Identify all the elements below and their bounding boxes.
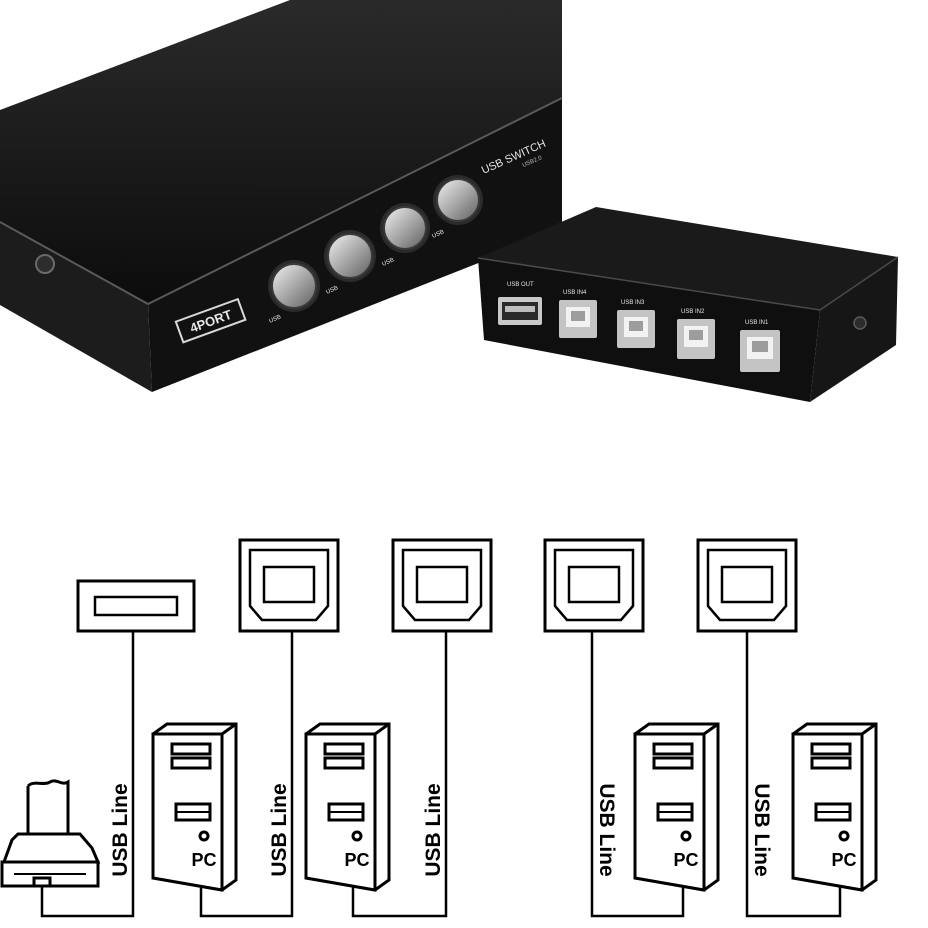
selector-button-2[interactable] [324, 230, 376, 282]
selector-button-4[interactable] [433, 175, 483, 225]
pc-label-3: PC [673, 850, 698, 870]
button-label-4: USB [431, 229, 445, 240]
usb-out-port [498, 297, 542, 325]
pc-tower-icon-4 [791, 722, 878, 892]
usb-a-port-symbol [76, 579, 196, 633]
usb-line-label-5: USB Line [750, 783, 773, 876]
usb-in4-label: USB IN4 [563, 290, 587, 296]
cable-pc-4 [745, 631, 842, 918]
cable-pc-1 [199, 631, 294, 918]
usb-in3-port [617, 310, 655, 348]
usb-in1-port [740, 330, 780, 372]
usb-b-port-symbol-1 [238, 538, 340, 633]
usb-line-label-1: USB Line [109, 783, 132, 876]
selector-button-1[interactable] [268, 260, 320, 312]
button-label-3: USB [381, 257, 395, 268]
printer-icon [0, 779, 101, 888]
selector-button-3[interactable] [380, 203, 430, 253]
button-label-1: USB [268, 314, 282, 325]
pc-tower-icon-1 [151, 722, 238, 892]
button-label-2: USB [325, 285, 339, 296]
usb-b-port-symbol-4 [696, 538, 798, 633]
usb-line-label-2: USB Line [268, 783, 291, 876]
switch-front-photo: 4PORT USB SWITCH USB2.0 USB USB USB USB [0, 0, 563, 392]
connection-diagram [0, 538, 878, 918]
pc-label-4: PC [831, 850, 856, 870]
cable-pc-2 [351, 631, 448, 918]
screw-icon [853, 316, 867, 330]
usb-in1-label: USB IN1 [745, 320, 769, 326]
usb-b-port-symbol-2 [391, 538, 493, 633]
cable-pc-3 [590, 631, 685, 918]
cable-printer [40, 631, 135, 918]
usb-out-label: USB OUT [507, 282, 534, 288]
usb-in2-port [677, 319, 715, 359]
screw-icon [35, 254, 55, 274]
pc-tower-icon-2 [304, 722, 391, 892]
usb-in4-port [559, 300, 597, 338]
usb-in2-label: USB IN2 [681, 309, 705, 315]
pc-label-1: PC [191, 850, 216, 870]
switch-back-photo: USB OUT USB IN4 USB IN3 USB IN2 USB IN1 [477, 207, 899, 402]
usb-line-label-3: USB Line [422, 783, 445, 876]
usb-line-label-4: USB Line [595, 783, 618, 876]
usb-in3-label: USB IN3 [621, 300, 645, 306]
pc-label-2: PC [344, 850, 369, 870]
usb-b-port-symbol-3 [543, 538, 645, 633]
pc-tower-icon-3 [633, 722, 720, 892]
